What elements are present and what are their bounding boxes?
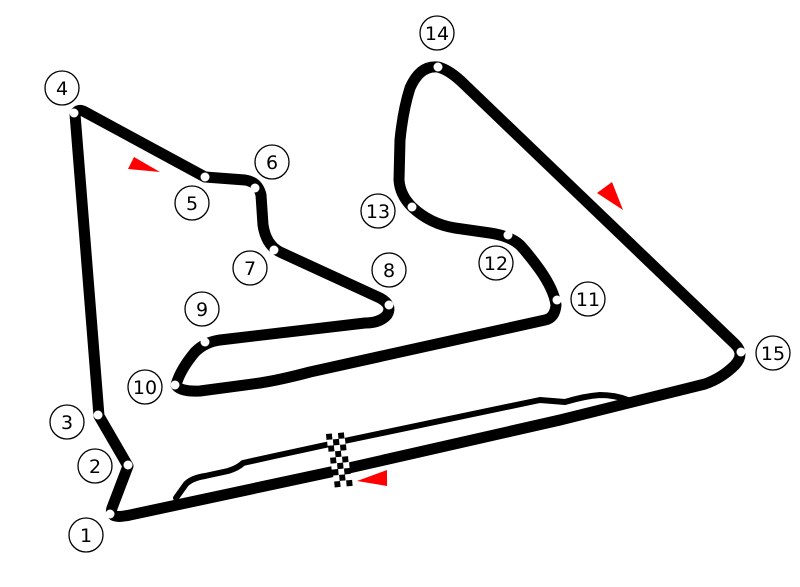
corner-label-circle — [127, 369, 163, 405]
corner-label-circle — [570, 281, 606, 317]
direction-arrow-icon — [128, 157, 160, 172]
corner-label: 1 — [80, 525, 92, 547]
checker-square — [333, 475, 340, 482]
corner-label-circle — [49, 404, 85, 440]
corner-label: 14 — [425, 23, 449, 45]
corner-label-circle — [360, 193, 396, 229]
corner-label-circle — [68, 517, 104, 553]
corner-label: 7 — [244, 258, 256, 280]
checkered-flag-icon — [326, 432, 353, 488]
checker-square — [334, 444, 341, 452]
corner-label-circle — [478, 245, 514, 281]
checker-square — [337, 462, 344, 470]
corner-label-circle — [371, 252, 407, 288]
checker-square — [343, 462, 350, 469]
checker-square — [338, 468, 345, 476]
corner-label-circle — [44, 70, 80, 106]
corner-label: 10 — [133, 377, 157, 399]
checker-square — [330, 457, 337, 464]
corner-label-circle — [254, 144, 290, 180]
checker-square — [342, 456, 349, 463]
corner-label-circle — [174, 185, 210, 221]
checker-square — [335, 450, 342, 458]
checker-square — [329, 451, 336, 458]
checker-square — [344, 468, 351, 475]
corner-label-circle — [232, 250, 268, 286]
corner-dot — [69, 108, 79, 118]
checker-square — [336, 456, 343, 464]
pit-lane — [173, 392, 631, 501]
direction-arrow-icon — [357, 470, 387, 486]
checker-square — [328, 445, 335, 452]
corner-label: 6 — [266, 152, 278, 174]
corner-label: 8 — [383, 260, 395, 282]
corner-label: 9 — [196, 299, 208, 321]
checker-square — [332, 469, 339, 476]
corner-label: 2 — [89, 456, 101, 478]
corner-dot — [552, 295, 562, 305]
corner-dot — [250, 183, 260, 193]
direction-arrow-icon — [597, 182, 623, 210]
corner-label: 15 — [761, 343, 785, 365]
corner-dot — [433, 62, 443, 72]
checker-square — [337, 432, 345, 439]
checker-square — [327, 439, 334, 446]
corner-dot — [407, 202, 417, 212]
corner-dot — [200, 337, 210, 347]
checker-square — [341, 450, 348, 457]
corner-dot — [170, 380, 180, 390]
checker-square — [338, 438, 346, 445]
checker-square — [339, 444, 347, 451]
corner-dot — [93, 410, 103, 420]
corner-label-circle — [419, 15, 455, 51]
corner-dot — [503, 230, 513, 240]
corner-dot — [736, 347, 746, 357]
corner-dot — [269, 245, 279, 255]
corner-label: 4 — [56, 78, 68, 100]
corner-dot — [105, 509, 115, 519]
checker-square — [331, 432, 339, 440]
corner-label: 5 — [186, 193, 198, 215]
corner-label: 11 — [576, 289, 600, 311]
checker-square — [326, 433, 333, 440]
checker-square — [345, 473, 352, 481]
corner-dot — [200, 172, 210, 182]
checker-square — [334, 480, 341, 488]
corner-label: 12 — [484, 253, 508, 275]
corner-dot — [123, 460, 133, 470]
corner-label-circle — [77, 448, 113, 484]
corner-label: 13 — [366, 201, 390, 223]
checker-square — [339, 474, 346, 481]
corner-dot — [384, 300, 394, 310]
checker-square — [346, 479, 353, 487]
corner-label-circle — [755, 335, 791, 371]
main-track — [69, 61, 746, 522]
corner-label: 3 — [61, 412, 73, 434]
checker-square — [331, 463, 338, 470]
checker-square — [332, 438, 340, 446]
checker-square — [340, 480, 347, 487]
corner-label-circle — [184, 291, 220, 327]
